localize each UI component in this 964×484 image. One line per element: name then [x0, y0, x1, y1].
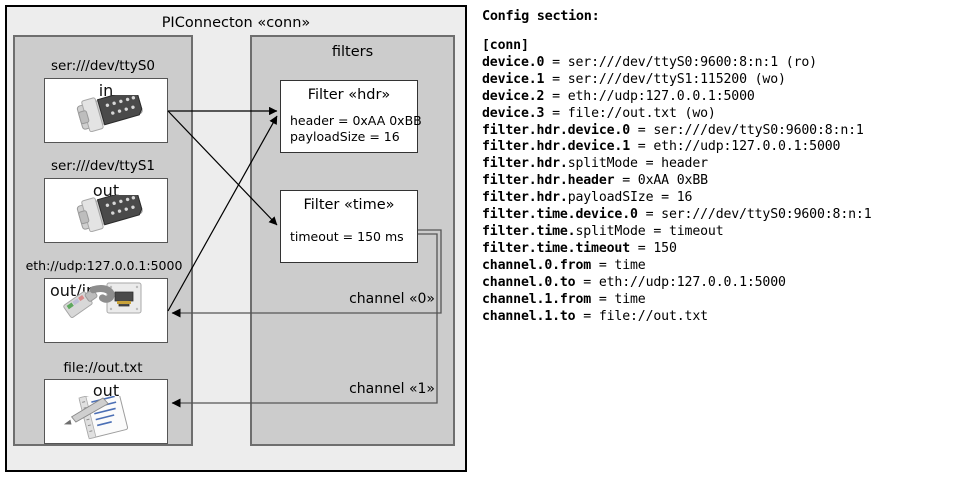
config-key: channel.1.from [482, 291, 592, 307]
device-card-3[interactable]: out [44, 379, 168, 444]
config-key: filter.time.device.0 [482, 207, 638, 223]
config-value: = eth://udp:127.0.0.1:5000 [575, 274, 786, 290]
config-line: device.2 = eth://udp:127.0.0.1:5000 [482, 89, 960, 106]
config-line: channel.1.from = time [482, 292, 960, 309]
config-value: = ser:///dev/ttyS0:9600:8:n:1 [637, 207, 872, 223]
config-section: Config section: [conn]device.0 = ser:///… [482, 8, 960, 408]
config-key: device.3 [482, 105, 545, 121]
config-key: device.1 [482, 71, 545, 87]
config-line: channel.0.from = time [482, 258, 960, 275]
config-value: = time [591, 257, 646, 273]
config-value: = 150 [630, 240, 677, 256]
config-line: filter.hdr.splitMode = header [482, 156, 960, 173]
filter-prop-hdr-0: header = 0xAA 0xBB [290, 113, 422, 128]
config-value: = ser:///dev/ttyS0:9600:8:n:1 [630, 122, 864, 138]
channel-label-0: channel «0» [349, 291, 435, 307]
config-value: = 0xAA 0xBB [622, 173, 708, 189]
filter-card-hdr[interactable]: Filter «hdr» header = 0xAA 0xBB payloadS… [280, 80, 422, 153]
config-key: device.2 [482, 88, 545, 104]
config-body: [conn]device.0 = ser:///dev/ttyS0:9600:8… [482, 38, 960, 325]
config-value: splitMode = header [567, 156, 708, 172]
config-value: = ser:///dev/ttyS0:9600:8:n:1 (ro) [544, 54, 817, 70]
config-line: filter.hdr.device.0 = ser:///dev/ttyS0:9… [482, 123, 960, 140]
device-card-0[interactable]: in [44, 78, 168, 143]
config-line: filter.hdr.header = 0xAA 0xBB [482, 173, 960, 190]
config-line: filter.time.splitMode = timeout [482, 224, 960, 241]
config-key: [conn] [482, 38, 529, 53]
serial-port-icon [76, 95, 143, 133]
device-label-2: eth://udp:127.0.0.1:5000 [25, 258, 183, 273]
config-value: = time [591, 291, 646, 307]
config-line: filter.hdr.payloadSIze = 16 [482, 190, 960, 207]
config-line: channel.1.to = file://out.txt [482, 309, 960, 326]
config-value: payloadSIze = 16 [567, 190, 693, 206]
page-title: PIConnecton «conn» [161, 15, 311, 31]
config-key: channel.0.to [482, 274, 576, 290]
config-key: channel.0.from [482, 257, 592, 273]
filter-card-time[interactable]: Filter «time» timeout = 150 ms [280, 190, 418, 263]
config-line: [conn] [482, 38, 960, 55]
ethernet-jack-icon [63, 282, 142, 319]
config-line: device.3 = file://out.txt (wo) [482, 106, 960, 123]
config-key: filter.time.timeout [482, 240, 631, 256]
text-file-icon [63, 396, 129, 440]
config-key: device.0 [482, 54, 545, 70]
config-line: channel.0.to = eth://udp:127.0.0.1:5000 [482, 275, 960, 292]
config-key: filter.time. [482, 223, 576, 239]
device-label-1: ser:///dev/ttyS1 [51, 158, 155, 174]
config-key: channel.1.to [482, 308, 576, 324]
config-line: device.0 = ser:///dev/ttyS0:9600:8:n:1 (… [482, 55, 960, 72]
config-value: splitMode = timeout [575, 223, 724, 239]
filter-title-hdr: Filter «hdr» [307, 87, 391, 103]
channel-label-1: channel «1» [349, 381, 435, 397]
config-value: = eth://udp:127.0.0.1:5000 [544, 88, 755, 104]
filter-prop-hdr-1: payloadSize = 16 [290, 129, 400, 144]
device-label-3: file://out.txt [63, 360, 143, 376]
config-heading: Config section: [482, 8, 600, 24]
device-card-2[interactable]: out/in [44, 278, 168, 343]
config-key: filter.hdr.device.1 [482, 139, 631, 155]
filter-title-time: Filter «time» [303, 197, 395, 213]
device-label-0: ser:///dev/ttyS0 [51, 58, 155, 74]
config-line: filter.hdr.device.1 = eth://udp:127.0.0.… [482, 139, 960, 156]
serial-port-icon [76, 195, 143, 233]
config-value: = eth://udp:127.0.0.1:5000 [630, 139, 841, 155]
config-key: filter.hdr. [482, 156, 568, 172]
config-line: device.1 = ser:///dev/ttyS1:115200 (wo) [482, 72, 960, 89]
filter-prop-time-0: timeout = 150 ms [290, 229, 404, 244]
config-value: = file://out.txt [575, 308, 708, 324]
config-value: = file://out.txt (wo) [544, 105, 716, 121]
config-key: filter.hdr. [482, 190, 568, 206]
device-direction-0: in [98, 81, 114, 100]
config-value: = ser:///dev/ttyS1:115200 (wo) [544, 71, 786, 87]
config-line: filter.time.device.0 = ser:///dev/ttyS0:… [482, 207, 960, 224]
filters-group-title: filters [331, 44, 374, 60]
config-line: filter.time.timeout = 150 [482, 241, 960, 258]
device-card-1[interactable]: out [44, 178, 168, 243]
config-key: filter.hdr.header [482, 173, 623, 189]
config-key: filter.hdr.device.0 [482, 122, 631, 138]
